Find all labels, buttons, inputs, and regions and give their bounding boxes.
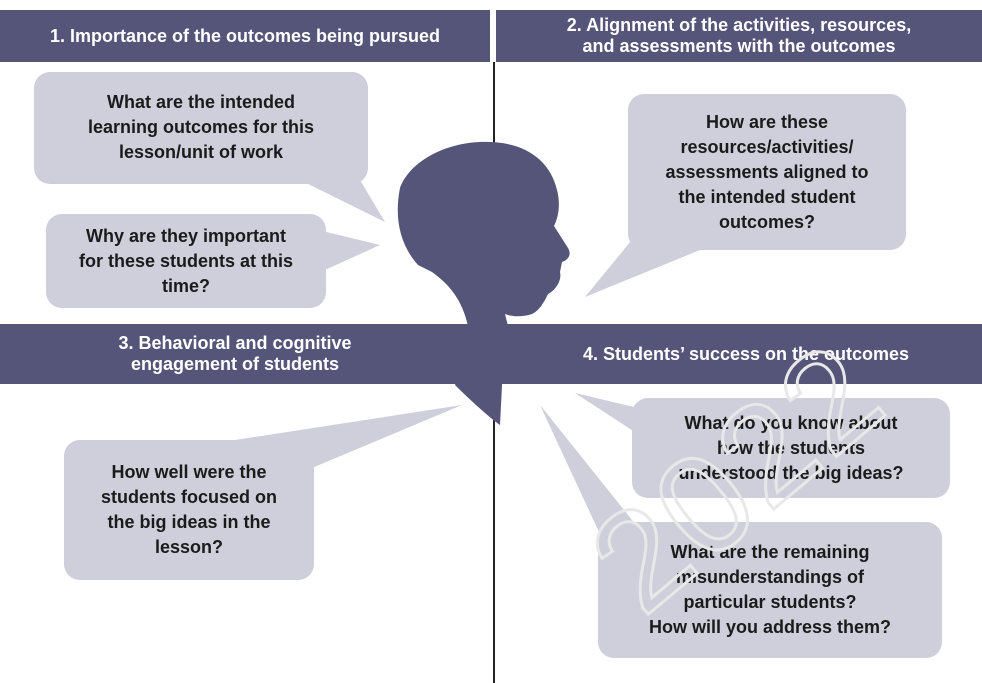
bubble-why-important-text: Why are they important for these student… <box>78 225 294 296</box>
bubble-intended-outcomes-text: What are the intended learning outcomes … <box>87 92 315 162</box>
bubble-tail-misunderstand <box>540 405 640 560</box>
header-success: 4. Students’ success on the outcomes <box>470 324 982 384</box>
bubble-misunderstandings: What are the remaining misunderstandings… <box>598 522 942 658</box>
bubble-tail-why <box>310 228 380 270</box>
bubble-what-do-you-know: What do you know about how the students … <box>632 398 950 498</box>
bubble-misunderstandings-text: What are the remaining misunderstandings… <box>648 542 892 637</box>
header-engagement-text: 3. Behavioral and cognitive engagement o… <box>118 333 352 374</box>
bubble-alignment-question-text: How are these resources/activities/ asse… <box>665 111 869 232</box>
bubble-students-focused-text: How well were the students focused on th… <box>100 462 277 557</box>
header-alignment-text: 2. Alignment of the activities, resource… <box>566 15 912 56</box>
header-success-text: 4. Students’ success on the outcomes <box>582 343 910 364</box>
header-importance: 1. Importance of the outcomes being purs… <box>0 10 490 62</box>
bubble-alignment-question: How are these resources/activities/ asse… <box>628 94 906 250</box>
bubble-students-focused: How well were the students focused on th… <box>64 440 314 580</box>
header-importance-text: 1. Importance of the outcomes being purs… <box>49 25 441 46</box>
bubble-why-important: Why are they important for these student… <box>46 214 326 308</box>
bubble-intended-outcomes: What are the intended learning outcomes … <box>34 72 368 184</box>
vertical-divider-bottom <box>493 385 495 683</box>
bubble-tail-outcomes <box>300 180 385 222</box>
header-alignment: 2. Alignment of the activities, resource… <box>496 10 982 62</box>
human-head-silhouette-icon <box>397 141 570 425</box>
bubble-what-do-you-know-text: What do you know about how the students … <box>678 412 904 483</box>
header-engagement: 3. Behavioral and cognitive engagement o… <box>0 324 470 384</box>
